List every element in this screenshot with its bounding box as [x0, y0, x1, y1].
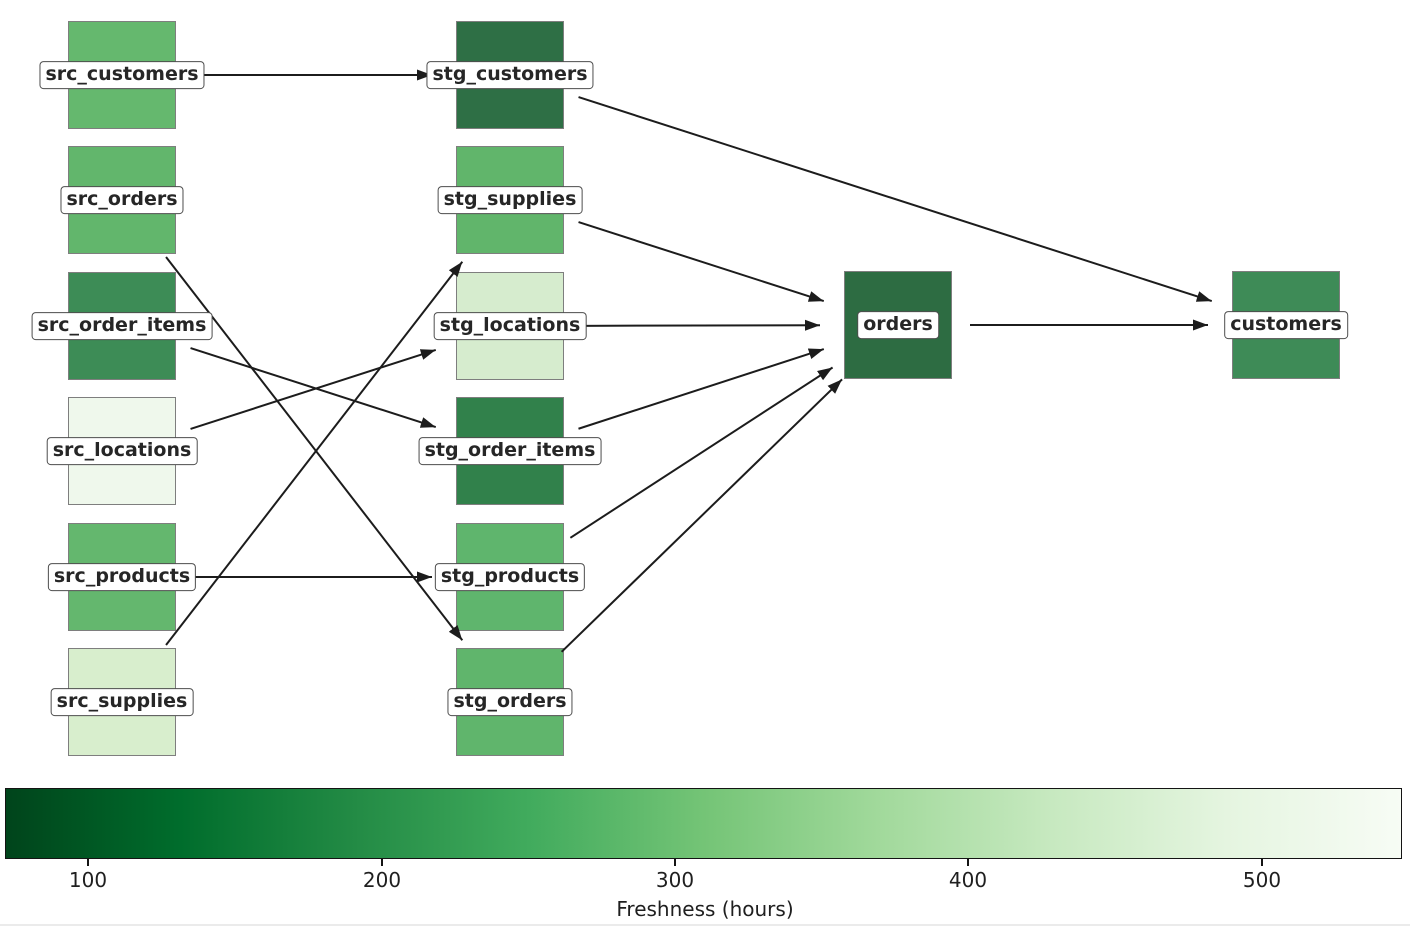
colorbar-tick-label-500: 500: [1242, 868, 1282, 892]
bottom-edge-strip: [0, 924, 1410, 926]
colorbar-tick-200: [381, 859, 383, 866]
node-label-src_orders: src_orders: [60, 186, 184, 214]
colorbar-tick-400: [967, 859, 969, 866]
colorbar-tick-label-300: 300: [655, 868, 695, 892]
node-label-src_customers: src_customers: [39, 61, 205, 89]
colorbar-tick-label-400: 400: [948, 868, 988, 892]
node-label-customers: customers: [1224, 311, 1348, 339]
node-label-src_supplies: src_supplies: [50, 688, 194, 716]
node-label-stg_customers: stg_customers: [426, 61, 594, 89]
colorbar-tick-300: [674, 859, 676, 866]
colorbar-axis-label: Freshness (hours): [616, 897, 794, 921]
colorbar-tick-500: [1261, 859, 1263, 866]
freshness-colorbar: [5, 788, 1402, 859]
node-label-stg_orders: stg_orders: [447, 688, 573, 716]
colorbar-tick-label-100: 100: [68, 868, 108, 892]
node-label-orders: orders: [857, 311, 939, 339]
colorbar-tick-label-200: 200: [362, 868, 402, 892]
colorbar-tick-100: [87, 859, 89, 866]
